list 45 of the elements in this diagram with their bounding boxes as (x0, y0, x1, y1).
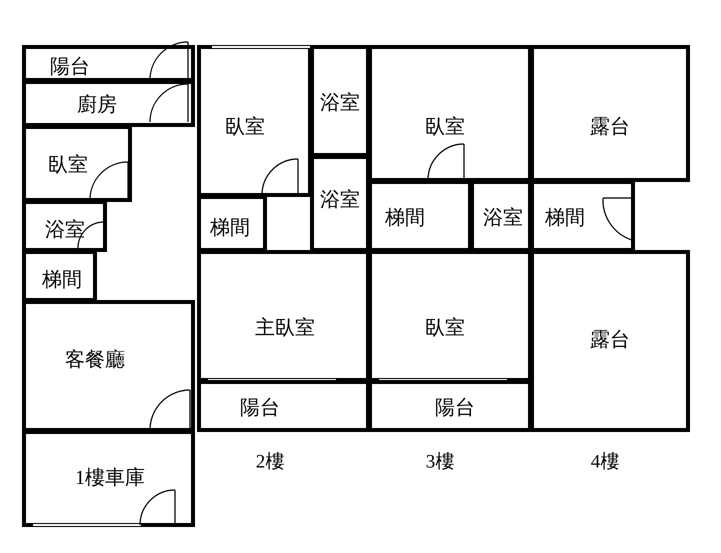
room (22, 125, 132, 202)
floor-label: 3樓 (426, 452, 454, 472)
room (368, 45, 532, 182)
room (197, 380, 370, 432)
room (22, 300, 195, 432)
room-label: 露台 (590, 117, 630, 137)
room-label: 梯間 (545, 208, 585, 228)
room-label: 梯間 (210, 218, 250, 238)
room-label: 客餐廳 (65, 350, 125, 370)
room-label: 臥室 (425, 318, 465, 338)
room-label: 臥室 (48, 155, 88, 175)
room-label: 梯間 (42, 270, 82, 290)
room (22, 430, 195, 527)
room-label: 主臥室 (255, 318, 315, 338)
room-label: 臥室 (425, 117, 465, 137)
room-label: 浴室 (320, 190, 360, 210)
room-label: 浴室 (45, 220, 85, 240)
room-label: 臥室 (225, 117, 265, 137)
room (22, 250, 97, 302)
room-label: 廚房 (77, 95, 117, 115)
room (22, 200, 107, 252)
floor-label: 2樓 (256, 452, 284, 472)
room (197, 250, 370, 382)
room (368, 380, 532, 432)
floor-label: 4樓 (590, 452, 620, 472)
room (22, 45, 195, 82)
room (368, 180, 472, 252)
room-label: 陽台 (50, 57, 90, 77)
room (22, 80, 195, 127)
room-label: 1樓車庫 (75, 468, 145, 488)
room-label: 浴室 (483, 208, 523, 228)
room (368, 250, 532, 382)
room (197, 195, 267, 252)
room (310, 155, 370, 252)
room (470, 180, 532, 252)
room (530, 45, 690, 182)
room-label: 露台 (590, 330, 630, 350)
room (197, 45, 312, 197)
room-label: 陽台 (435, 398, 475, 418)
room (310, 45, 370, 157)
room (530, 250, 690, 432)
room-label: 浴室 (320, 93, 360, 113)
room (530, 180, 635, 252)
room-label: 陽台 (240, 398, 280, 418)
room-label: 梯間 (385, 208, 425, 228)
